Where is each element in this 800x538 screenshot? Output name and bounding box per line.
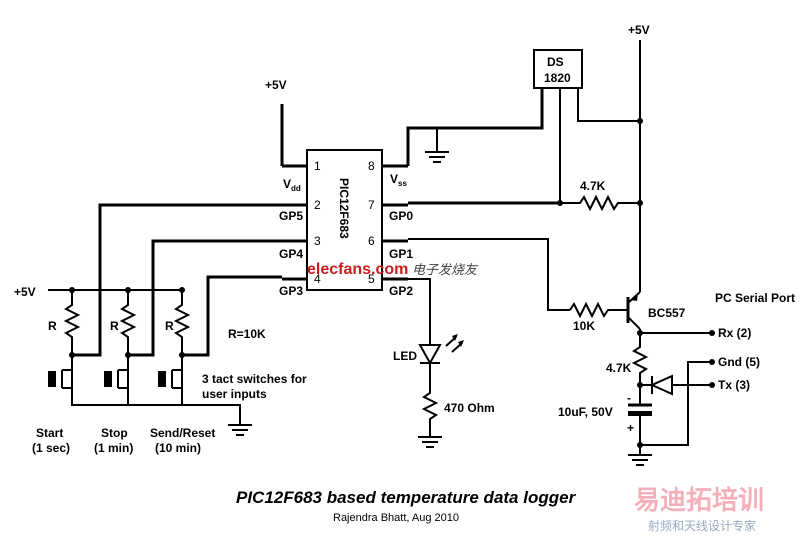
cap-minus: - <box>627 391 631 405</box>
watermark-site-cn: 电子发烧友 <box>412 263 479 278</box>
vss-ground <box>406 88 544 166</box>
watermark-brand-sub: 射频和天线设计专家 <box>648 518 756 533</box>
switch-start-name: Start <box>36 426 63 440</box>
diagram-author: Rajendra Bhatt, Aug 2010 <box>333 512 459 524</box>
pullup-resistor-label: 4.7K <box>580 179 606 193</box>
r2-label: R <box>110 319 119 333</box>
gp5-label: GP5 <box>279 209 303 223</box>
switch-stop-interval: (1 min) <box>94 441 133 455</box>
sensor-name: DS <box>547 55 564 69</box>
cap-plus: + <box>627 421 634 435</box>
pullup-resistors: R R R R=10K <box>48 290 266 355</box>
gp2-label: GP2 <box>389 284 413 298</box>
sensor-part: 1820 <box>544 71 571 85</box>
led-branch: LED 470 Ohm <box>393 278 495 448</box>
gp4-label: GP4 <box>279 247 303 261</box>
pin-2: 2 <box>314 198 321 212</box>
pin-3: 3 <box>314 234 321 248</box>
chip-name: PIC12F683 <box>337 178 351 239</box>
pin-6: 6 <box>368 234 375 248</box>
gp1-label: GP1 <box>389 247 413 261</box>
collector-network: 4.7K <box>606 329 715 385</box>
ds1820-sensor: DS 1820 <box>533 49 640 203</box>
serial-port: PC Serial Port Rx (2) Gnd (5) Tx (3) <box>715 291 795 392</box>
switch-start-interval: (1 sec) <box>32 441 70 455</box>
switch-send-interval: (10 min) <box>155 441 201 455</box>
pin-5: 5 <box>368 272 375 286</box>
vdd-label: Vdd <box>283 177 301 193</box>
switch-note-line1: 3 tact switches for <box>202 372 307 386</box>
watermark-brand: 易迪拓培训 <box>634 486 764 516</box>
pin-8: 8 <box>368 159 375 173</box>
switch-input-wires <box>69 203 282 358</box>
led-resistor-label: 470 Ohm <box>444 401 495 415</box>
gp0-label: GP0 <box>389 209 413 223</box>
diagram-title: PIC12F683 based temperature data logger <box>236 488 577 507</box>
bc557-transistor: BC557 <box>626 291 686 330</box>
right-supply-rail: +5V <box>628 23 650 292</box>
gp3-label: GP3 <box>279 284 303 298</box>
diode-cap-network: - + 10uF, 50V <box>558 359 715 466</box>
rx-label: Rx (2) <box>718 326 751 340</box>
serial-port-title: PC Serial Port <box>715 291 795 305</box>
cap-label: 10uF, 50V <box>558 405 613 419</box>
tx-label: Tx (3) <box>718 378 750 392</box>
gp1-base-line: 10K <box>408 238 628 333</box>
r3-label: R <box>165 319 174 333</box>
pic-chip: PIC12F683 1 2 3 4 5 6 7 8 <box>306 149 383 291</box>
tact-switches <box>48 355 252 436</box>
switch-stop-name: Stop <box>101 426 128 440</box>
pin-stubs <box>282 164 408 281</box>
right-5v-label: +5V <box>628 23 650 37</box>
pin-1: 1 <box>314 159 321 173</box>
vdd-supply: +5V <box>265 78 287 166</box>
gp0-data-line: 4.7K <box>408 179 643 212</box>
led-label: LED <box>393 349 417 363</box>
elecfans-watermark: elecfans.com 电子发烧友 <box>307 261 479 278</box>
transistor-label: BC557 <box>648 306 686 320</box>
switch-send-name: Send/Reset <box>150 426 215 440</box>
r1-label: R <box>48 319 57 333</box>
r-value-label: R=10K <box>228 327 266 341</box>
switch-note-line2: user inputs <box>202 387 267 401</box>
pin-7: 7 <box>368 198 375 212</box>
pin-4: 4 <box>314 272 321 286</box>
vdd-5v-label: +5V <box>265 78 287 92</box>
base-resistor-label: 10K <box>573 319 595 333</box>
vss-label: Vss <box>390 172 407 188</box>
collector-resistor-label: 4.7K <box>606 361 632 375</box>
left-5v-label: +5V <box>14 285 36 299</box>
brand-watermark: 易迪拓培训 射频和天线设计专家 <box>634 486 764 533</box>
watermark-site: elecfans.com <box>307 261 408 278</box>
gnd-label: Gnd (5) <box>718 355 760 369</box>
